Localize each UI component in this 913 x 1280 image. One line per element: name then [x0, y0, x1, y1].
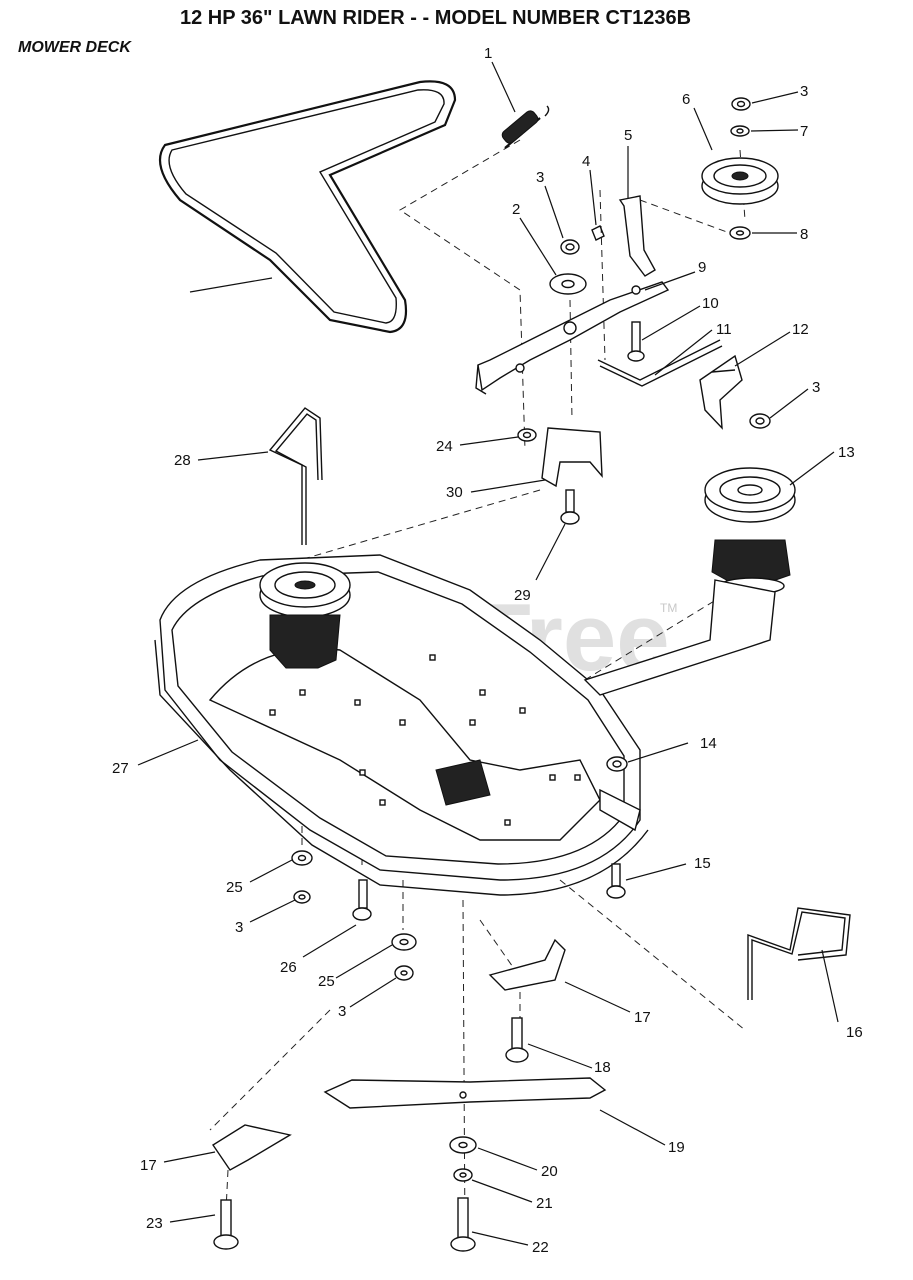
- idler-bracket: [618, 195, 656, 277]
- spindle-bolt-upper: [505, 1017, 529, 1063]
- callout-label: 3: [338, 1003, 346, 1020]
- idler-arm: [475, 281, 670, 395]
- callout-label: 1: [484, 45, 492, 62]
- callout-label: 7: [800, 123, 808, 140]
- mower-blade: [323, 1077, 607, 1109]
- callout-label: 3: [536, 169, 544, 186]
- link-rod: [597, 339, 723, 387]
- spindle-pulley-left: [259, 562, 351, 669]
- idler-arm-hardware: [549, 225, 605, 295]
- hex-nut-right: [749, 413, 771, 429]
- callout-label: 17: [140, 1157, 157, 1174]
- callout-label: 9: [698, 259, 706, 276]
- deck-mount-hardware: [291, 850, 417, 981]
- callout-label: 3: [812, 379, 820, 396]
- callout-label: 25: [318, 973, 335, 990]
- callout-label: 26: [280, 959, 297, 976]
- adapter-bolt: [213, 1199, 239, 1250]
- callout-label: 10: [702, 295, 719, 312]
- deck-lift-rod-right: [747, 907, 851, 1000]
- callout-label: 2: [512, 201, 520, 218]
- belt-guide: [699, 354, 743, 430]
- callout-label: 3: [235, 919, 243, 936]
- callout-label: 17: [634, 1009, 651, 1026]
- callout-label: 27: [112, 760, 129, 777]
- blade-adapter-upper: [488, 938, 566, 991]
- callout-label: 6: [682, 91, 690, 108]
- callout-label: 13: [838, 444, 855, 461]
- spindle-pulley-right: [704, 467, 796, 595]
- callout-label: 18: [594, 1059, 611, 1076]
- callout-label: 29: [514, 587, 531, 604]
- drive-belt: [158, 80, 457, 334]
- callout-label: 24: [436, 438, 453, 455]
- callout-label: 21: [536, 1195, 553, 1212]
- callout-label: 23: [146, 1215, 163, 1232]
- callout-label: 15: [694, 855, 711, 872]
- callout-label: 16: [846, 1024, 863, 1041]
- callout-label: 19: [668, 1139, 685, 1156]
- idler-pulley-assembly: [701, 97, 779, 240]
- callout-label: 3: [800, 83, 808, 100]
- callout-label: 28: [174, 452, 191, 469]
- callout-label: 5: [624, 127, 632, 144]
- watermark-trademark: TM: [660, 601, 677, 615]
- callout-label: 30: [446, 484, 463, 501]
- section-title: MOWER DECK: [18, 39, 132, 56]
- leader-lines: [137, 61, 839, 1246]
- diagram-title: 12 HP 36" LAWN RIDER - - MODEL NUMBER CT…: [180, 7, 691, 29]
- callout-label: 20: [541, 1163, 558, 1180]
- callout-label: 11: [716, 321, 732, 338]
- callout-label: 25: [226, 879, 243, 896]
- deck-bracket-right: [583, 579, 776, 696]
- callout-label: 4: [582, 153, 590, 170]
- center-bracket: [517, 427, 603, 525]
- tension-spring: [501, 105, 550, 149]
- callout-label: 12: [792, 321, 809, 338]
- callout-labels: 1 2 3 4 5 6 3 7 8 9 10 11 12 3 13 24 28 …: [112, 45, 863, 1256]
- deck-lift-rod-left: [268, 407, 323, 545]
- right-hanger-hardware: [599, 756, 641, 899]
- callout-label: 22: [532, 1239, 549, 1256]
- blade-adapter-lower: [212, 1124, 292, 1171]
- callout-label: 8: [800, 226, 808, 243]
- shoulder-bolt: [627, 321, 645, 362]
- deck-holes: [269, 654, 581, 826]
- blade-hardware: [449, 1136, 477, 1252]
- callout-label: 14: [700, 735, 717, 752]
